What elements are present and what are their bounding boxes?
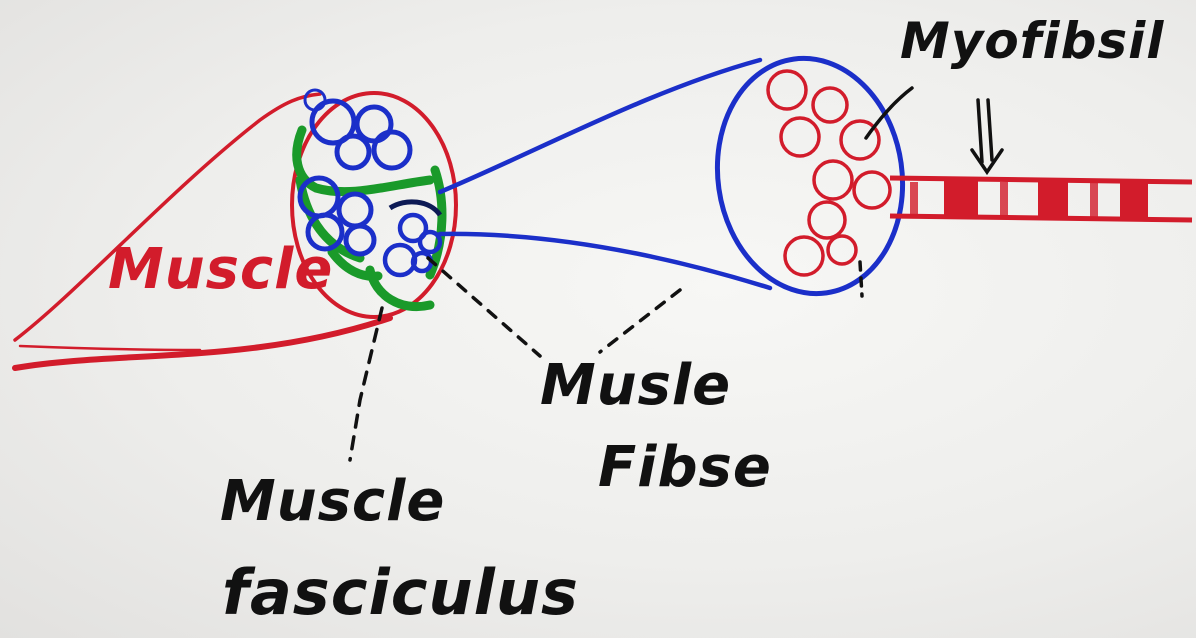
label-muscle-fasciculus-line2: fasciculus [222, 556, 579, 629]
label-myofibril: Myofibsil [900, 12, 1164, 70]
label-muscle-fasciculus-line1: Muscle [220, 469, 445, 534]
fasciculus-group-top [305, 90, 410, 168]
label-muscle: Muscle [108, 237, 333, 302]
fibre-extension-lines [440, 60, 770, 288]
myofibril-bundle [768, 71, 890, 275]
myofibril-strand [890, 178, 1192, 220]
fasciculus-group-right [385, 202, 440, 275]
label-muscle-fibre-line2: Fibse [598, 435, 772, 500]
muscle-outline [15, 94, 390, 368]
label-muscle-fibre-line1: Musle [540, 353, 731, 418]
